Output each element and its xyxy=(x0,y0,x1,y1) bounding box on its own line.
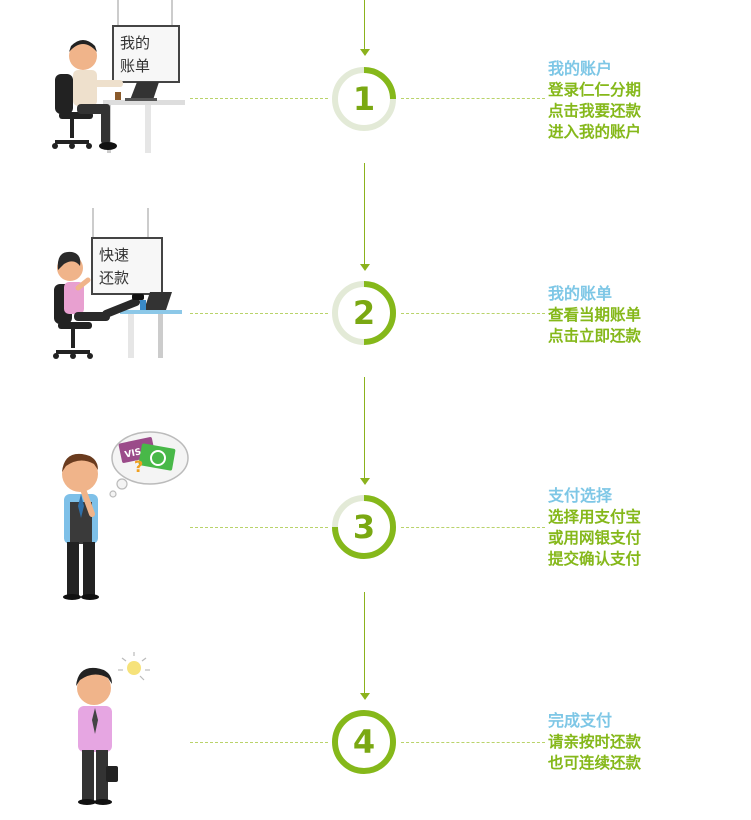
step-2-number: 2 xyxy=(352,294,376,332)
sign-1-line-2: 账单 xyxy=(120,57,150,75)
guide-line-left-2 xyxy=(190,313,328,314)
woman-relaxing-illustration: 快速 还款 xyxy=(53,208,182,359)
svg-text:?: ? xyxy=(134,457,143,476)
man-at-desk-illustration: 我的 账单 xyxy=(52,0,185,153)
step-4-line: 也可连续还款 xyxy=(548,754,642,772)
step-4-line: 请亲按时还款 xyxy=(548,733,642,751)
step-3-line: 或用网银支付 xyxy=(548,529,642,547)
step-1-title: 我的账户 xyxy=(548,59,613,78)
step-4-title: 完成支付 xyxy=(548,711,613,730)
step-3-line: 选择用支付宝 xyxy=(548,508,642,526)
connector-top xyxy=(364,0,365,50)
card-label: VIS xyxy=(124,447,143,460)
sign-1-line-1: 我的 xyxy=(120,34,150,52)
step-1-info: 我的账户 登录仁仁分期 点击我要还款 进入我的账户 xyxy=(548,58,738,143)
step-3-circle: 3 xyxy=(331,494,397,560)
step-2-info: 我的账单 查看当期账单 点击立即还款 xyxy=(548,283,738,347)
sign-2-line-1: 快速 xyxy=(99,246,129,264)
guide-line-left-3 xyxy=(190,527,328,528)
guide-line-right-1 xyxy=(401,98,545,99)
guide-line-right-3 xyxy=(401,527,545,528)
step-1-line: 登录仁仁分期 xyxy=(548,81,642,99)
step-4-circle: 4 xyxy=(331,709,397,775)
step-2-line: 查看当期账单 xyxy=(548,306,642,324)
step-1-line: 点击我要还款 xyxy=(548,102,642,120)
step-3-title: 支付选择 xyxy=(548,486,613,505)
step-3-number: 3 xyxy=(352,508,376,546)
step-4-number: 4 xyxy=(352,723,376,761)
step-2-title: 我的账单 xyxy=(548,284,613,303)
guide-line-right-4 xyxy=(401,742,545,743)
step-4-info: 完成支付 请亲按时还款 也可连续还款 xyxy=(548,710,738,774)
arrow-down-icon xyxy=(360,693,370,700)
guide-line-right-2 xyxy=(401,313,545,314)
man-thinking-illustration: VIS ? xyxy=(62,431,189,600)
step-1-number: 1 xyxy=(352,80,376,118)
step-3-line: 提交确认支付 xyxy=(548,550,642,568)
man-with-idea-illustration xyxy=(76,652,150,805)
step-2-circle: 2 xyxy=(331,280,397,346)
step-3-info: 支付选择 选择用支付宝 或用网银支付 提交确认支付 xyxy=(548,485,738,570)
guide-line-left-1 xyxy=(190,98,328,99)
step-1-circle: 1 xyxy=(331,66,397,132)
connector-1-2 xyxy=(364,163,365,265)
connector-2-3 xyxy=(364,377,365,479)
connector-3-4 xyxy=(364,592,365,694)
sign-2-line-2: 还款 xyxy=(99,269,129,287)
step-2-line: 点击立即还款 xyxy=(548,327,642,345)
guide-line-left-4 xyxy=(190,742,328,743)
arrow-down-icon xyxy=(360,49,370,56)
arrow-down-icon xyxy=(360,478,370,485)
arrow-down-icon xyxy=(360,264,370,271)
step-1-line: 进入我的账户 xyxy=(548,123,642,141)
